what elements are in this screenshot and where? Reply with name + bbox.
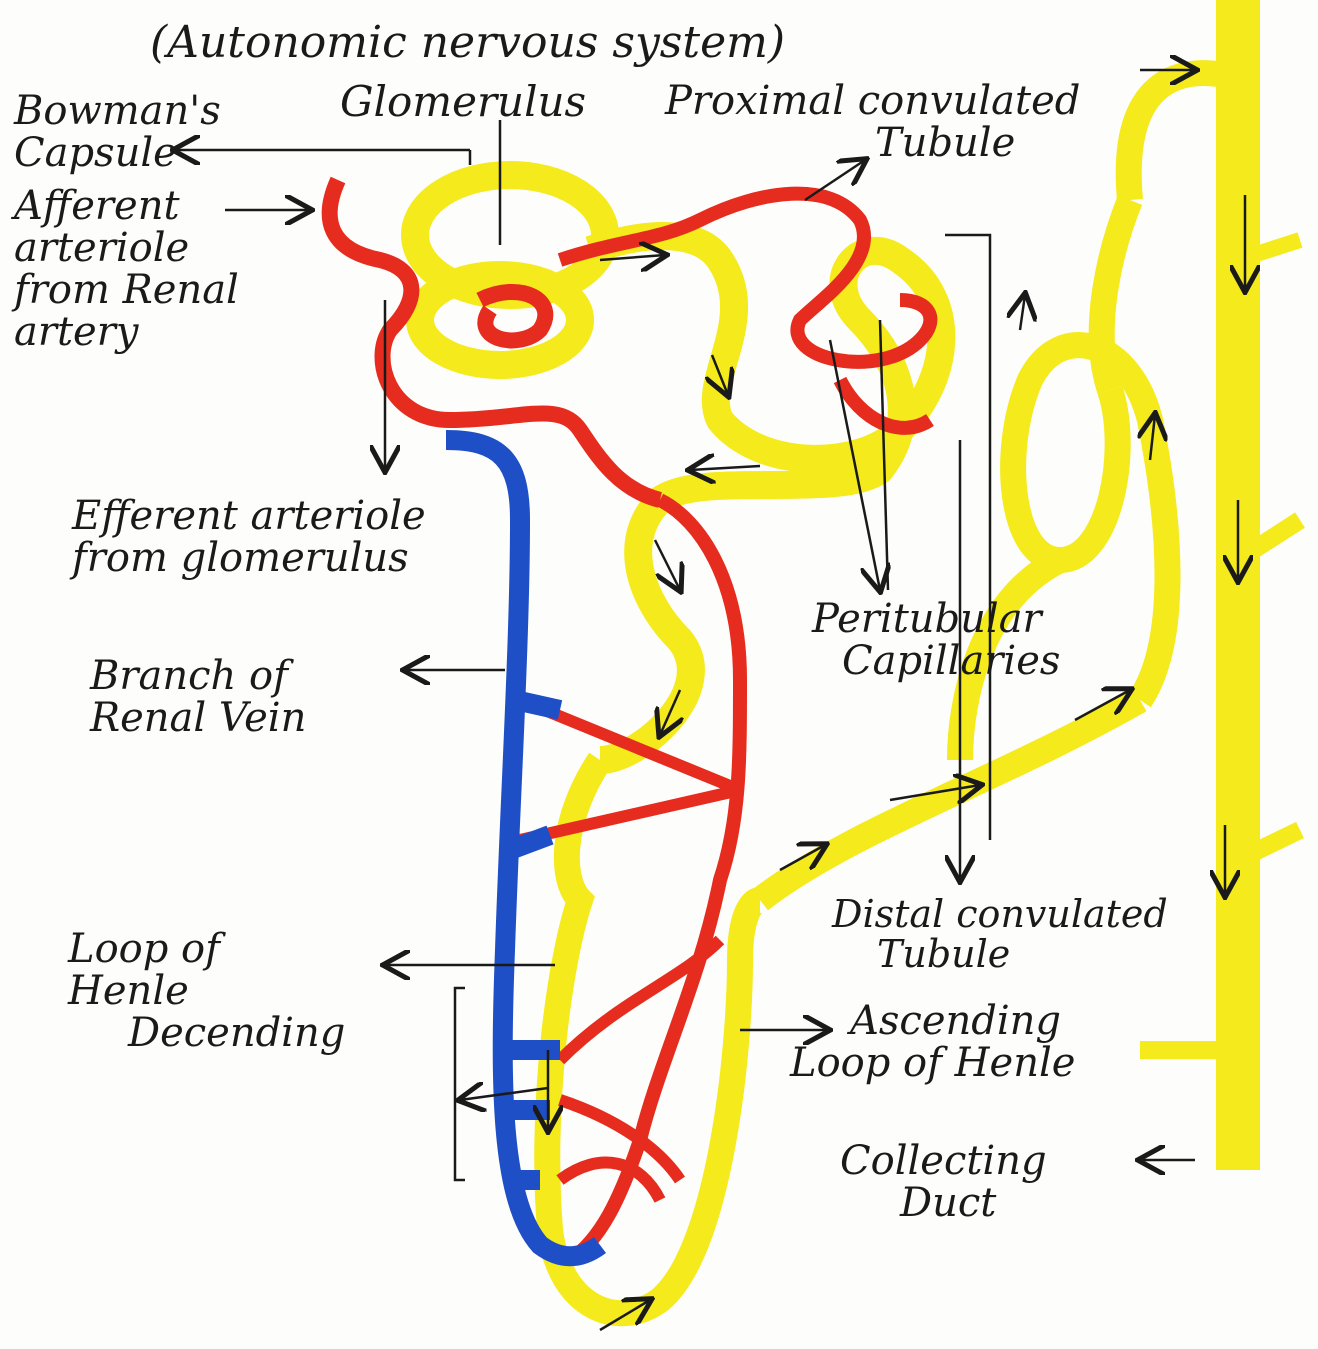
label-efferent-arteriole: Efferent arteriole from glomerulus <box>72 495 426 579</box>
label-glomerulus: Glomerulus <box>340 80 586 124</box>
label-loop-descending: Loop of Henle Decending <box>68 928 345 1054</box>
efferent-arteriole <box>560 194 930 1260</box>
label-peritubular-capillaries: Peritubular Capillaries <box>812 598 1060 682</box>
label-bowmans-capsule: Bowman's Capsule <box>14 90 221 174</box>
label-distal-tubule: Distal convulated Tubule <box>832 895 1168 975</box>
label-afferent-arteriole: Afferent arteriole from Renal artery <box>14 185 239 353</box>
label-loop-ascending: Ascending Loop of Henle <box>850 1000 1075 1084</box>
subtitle: (Autonomic nervous system) <box>150 20 785 66</box>
label-proximal-tubule: Proximal convulated Tubule <box>665 80 1080 164</box>
label-renal-vein-branch: Branch of Renal Vein <box>90 655 306 739</box>
label-collecting-duct: Collecting Duct <box>840 1140 1047 1224</box>
